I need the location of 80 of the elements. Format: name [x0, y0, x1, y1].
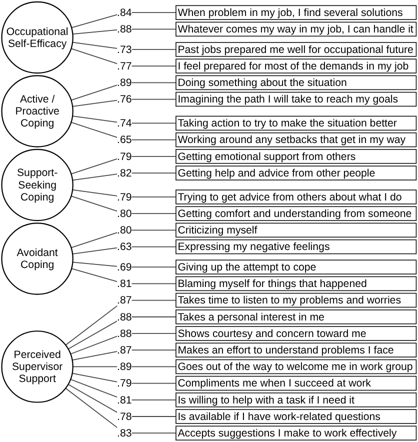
- edge-label: .87: [117, 344, 132, 356]
- connector: [72, 28, 176, 35]
- edge-label: .65: [117, 134, 132, 146]
- connector: [70, 48, 176, 66]
- connector: [65, 300, 176, 346]
- connector: [70, 82, 176, 101]
- connector: [72, 116, 176, 124]
- connector: [65, 388, 176, 434]
- connector: [72, 246, 176, 254]
- node-circle: Perceived Supervisor Support: [1, 330, 74, 403]
- node-box: Working around any setbacks that get in my way: [176, 132, 417, 148]
- node-box: Compliments me when I succeed at work: [176, 376, 417, 391]
- node-box: Shows courtesy and concern toward me: [176, 326, 417, 341]
- connector: [72, 366, 176, 368]
- node-box: Taking action to try to make the situation better: [176, 116, 417, 131]
- edge-label: .79: [117, 377, 132, 390]
- connector: [71, 12, 176, 28]
- connector: [72, 372, 176, 384]
- edge-label: .83: [117, 427, 132, 439]
- node-box: Imagining the path I will take to reach my goals: [176, 92, 417, 107]
- node-box: Doing something about the situation: [176, 75, 417, 90]
- node-box: I feel prepared for most of the demands in my job: [176, 58, 417, 74]
- connector: [72, 98, 176, 107]
- edge-label: .77: [117, 60, 132, 72]
- connector: [70, 156, 176, 174]
- edge-label: .88: [117, 328, 132, 340]
- node-circle: Avoidant Coping: [1, 222, 74, 295]
- node-box: Goes out of the way to welcome me in work group: [176, 359, 417, 374]
- node-box: Criticizing myself: [176, 222, 417, 238]
- node-box: Is available if I have work-related questions: [176, 409, 417, 424]
- connector: [70, 333, 176, 354]
- node-circle: Occupational Self-Efficacy: [1, 1, 74, 74]
- connector: [70, 378, 176, 400]
- node-box: Takes a personal interest in me: [176, 309, 417, 324]
- node-box: When problem in my job, I find several solutions: [176, 5, 417, 20]
- node-box: Trying to get advice from others about what I do: [176, 190, 417, 204]
- connector: [70, 122, 176, 140]
- edge-label: .79: [117, 191, 132, 203]
- node-box: Takes time to listen to my problems and worries: [176, 292, 417, 308]
- connector: [72, 172, 176, 181]
- edge-label: .88: [117, 23, 132, 35]
- node-box: Is willing to help with a task if I need it: [176, 392, 417, 408]
- node-box: Getting help and advice from other people: [176, 166, 417, 180]
- edge-label: .69: [117, 261, 132, 273]
- edge-label: .88: [117, 311, 132, 323]
- edge-label: .82: [117, 167, 132, 179]
- node-box: Makes an effort to understand problems I face: [176, 342, 417, 358]
- connector: [68, 384, 176, 417]
- edge-label: .80: [117, 224, 132, 236]
- connector: [72, 42, 176, 50]
- edge-label: .81: [117, 278, 132, 290]
- edge-label: .80: [117, 208, 132, 220]
- edge-label: .74: [117, 117, 132, 130]
- node-box: Accepts suggestions I make to work effectively: [176, 426, 417, 441]
- node-box: Getting emotional support from others: [176, 149, 417, 164]
- node-box: Whatever comes my way in my job, I can handle it: [176, 22, 417, 37]
- edge-label: .87: [117, 294, 132, 306]
- connector: [72, 189, 176, 198]
- edge-label: .78: [117, 410, 132, 422]
- edge-label: .89: [117, 76, 132, 88]
- edge-label: .76: [117, 93, 132, 106]
- edge-label: .89: [117, 360, 132, 373]
- connector: [72, 350, 176, 360]
- node-circle: Support-Seeking Coping: [1, 148, 74, 222]
- node-box: Giving up the attempt to cope: [176, 260, 417, 274]
- connector: [70, 196, 176, 214]
- connector: [68, 316, 176, 350]
- connector: [70, 230, 176, 248]
- node-box: Past jobs prepared me well for occupational future: [176, 42, 417, 57]
- edge-label: .81: [117, 394, 132, 406]
- node-box: Getting comfort and understanding from someone: [176, 206, 417, 221]
- node-circle: Active / Proactive Coping: [1, 75, 74, 148]
- edge-label: .63: [117, 240, 132, 253]
- node-box: Expressing my negative feelings: [176, 239, 417, 254]
- node-box: Blaming myself for things that happened: [176, 276, 417, 292]
- edge-label: .79: [117, 150, 132, 162]
- edge-label: .73: [117, 44, 132, 56]
- edge-label: .84: [117, 6, 132, 18]
- connector: [71, 268, 176, 284]
- connector: [72, 262, 176, 268]
